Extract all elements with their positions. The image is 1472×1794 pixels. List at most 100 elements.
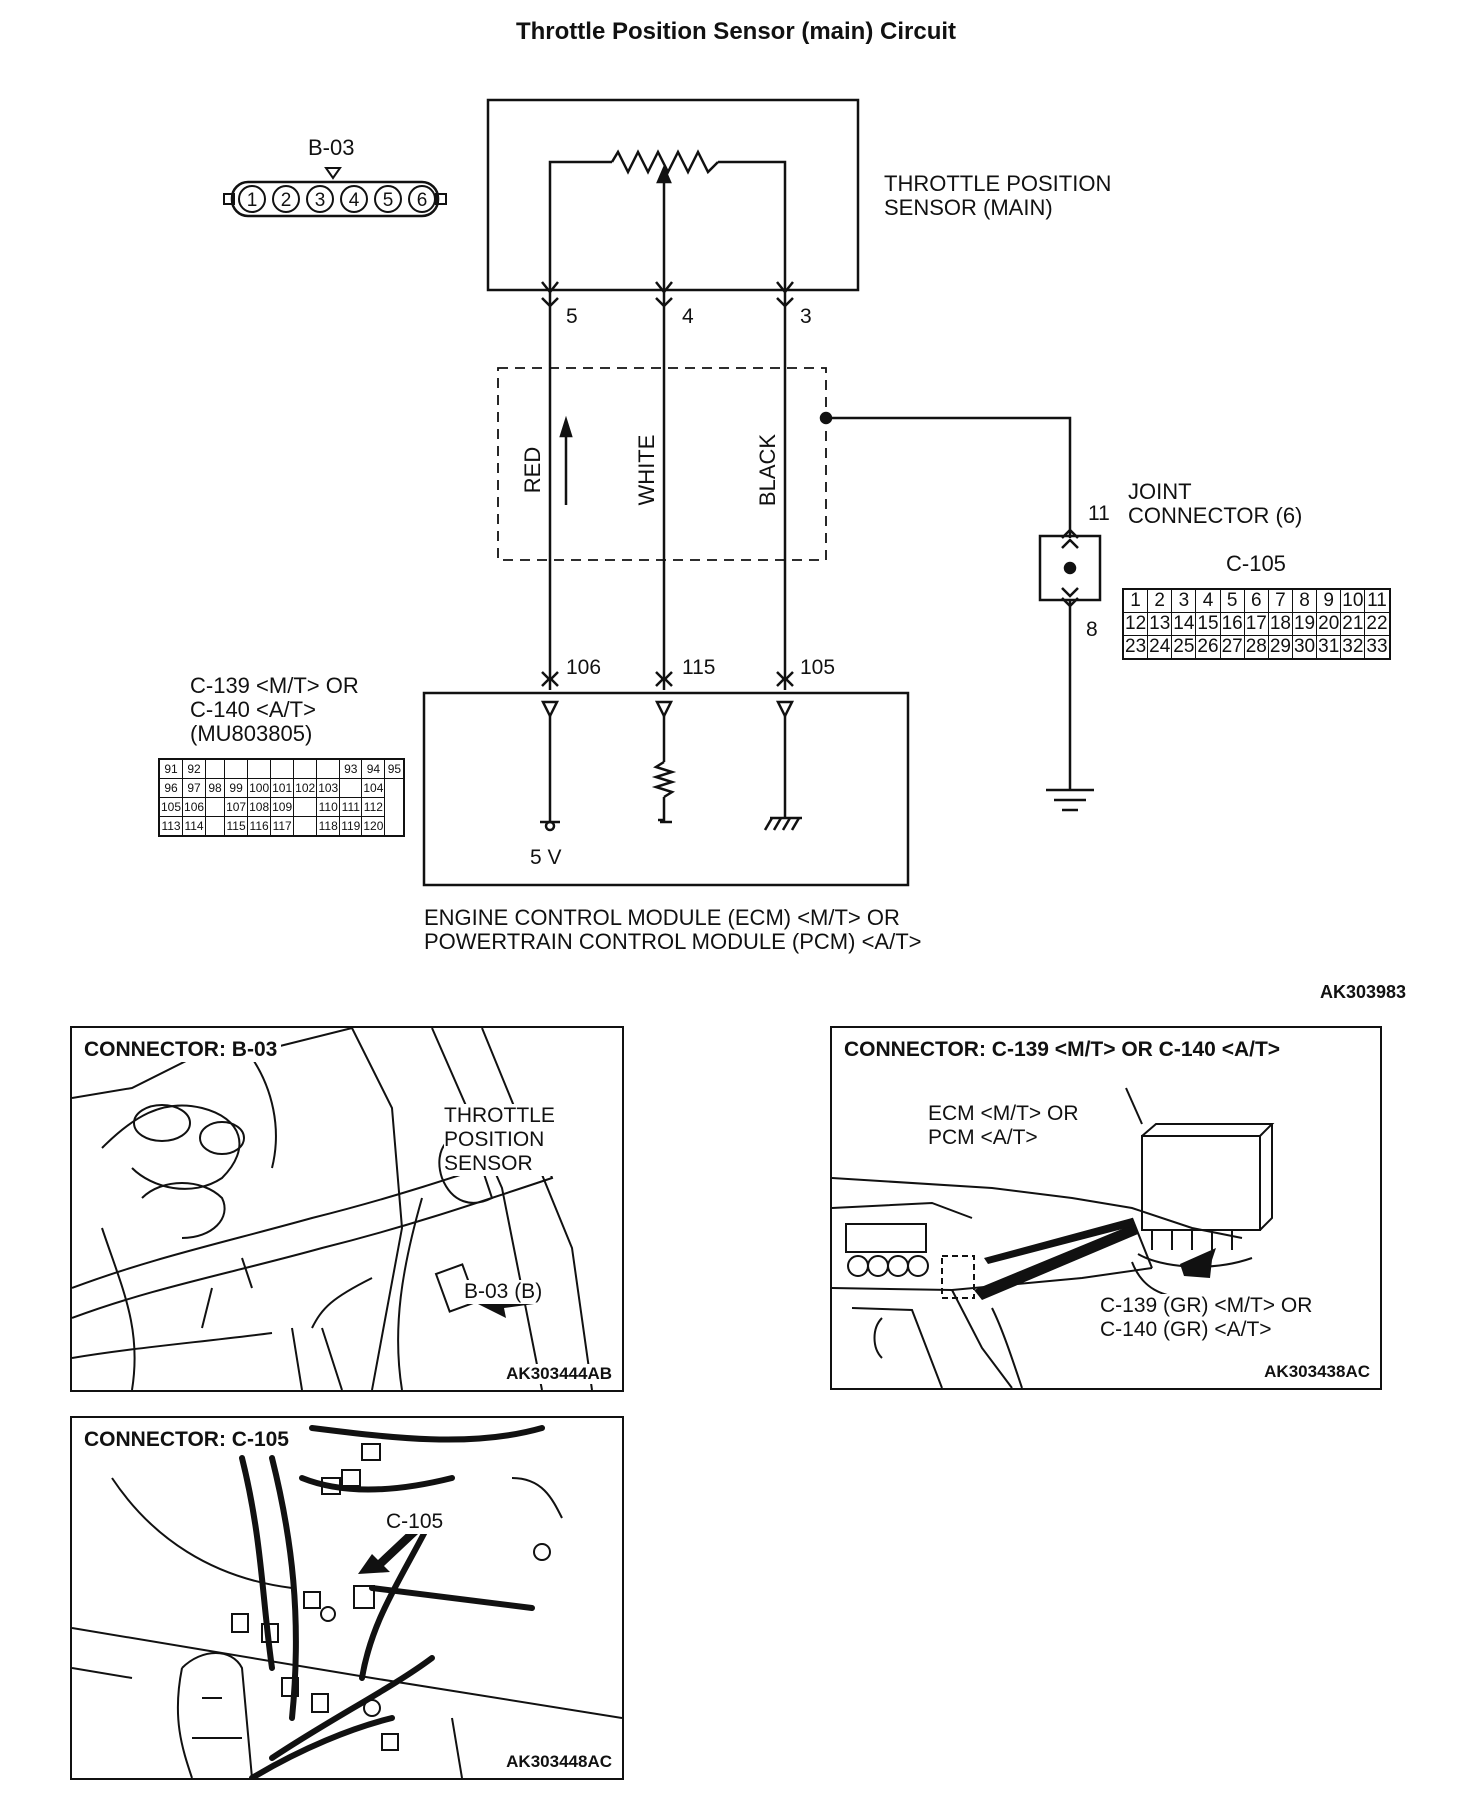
ecm-5v-label: 5 V <box>530 846 562 869</box>
panel-b03-code: AK303444AB <box>506 1364 612 1384</box>
panel-c139-title: CONNECTOR: C-139 <M/T> OR C-140 <A/T> <box>844 1038 1285 1062</box>
ecm-pin-105: 105 <box>800 656 836 679</box>
ecm-pin-cell: 106 <box>182 797 207 817</box>
console-illustration <box>72 1425 622 1778</box>
ecm-pin-cell: 107 <box>224 797 249 817</box>
joint-pin-cell: 28 <box>1243 635 1269 660</box>
ecm-pin-cell <box>205 797 226 817</box>
joint-pin-cell: 32 <box>1340 635 1366 660</box>
wire-label-red: RED <box>520 447 545 493</box>
panel-connector-b03: CONNECTOR: B-03 THROTTLE POSITION SENSOR… <box>70 1026 624 1392</box>
circuit-schematic: RED WHITE BLACK <box>422 98 1102 887</box>
joint-pin-cell: 17 <box>1243 612 1269 636</box>
sensor-connector-pin <box>238 185 266 213</box>
joint-pin-cell: 29 <box>1267 635 1293 660</box>
sensor-connector-pin <box>408 185 436 213</box>
panel-connector-c105: CONNECTOR: C-105 C-105 AK303448AC <box>70 1416 624 1780</box>
joint-pin-cell: 15 <box>1195 612 1221 636</box>
panel-c105-title: CONNECTOR: C-105 <box>84 1428 293 1452</box>
joint-pin-bottom: 8 <box>1086 618 1098 641</box>
sensor-box <box>486 98 860 292</box>
panel-c139-code: AK303438AC <box>1264 1362 1370 1382</box>
joint-pin-cell: 24 <box>1147 635 1173 660</box>
panel-c105-code: AK303448AC <box>506 1752 612 1772</box>
ecm-pin-cell <box>293 758 318 779</box>
joint-pin-cell: 31 <box>1316 635 1342 660</box>
ecm-pin-cell: 112 <box>361 797 386 817</box>
engine-bay-illustration <box>72 1028 593 1390</box>
ecm-pin-cell: 98 <box>205 778 226 798</box>
joint-pin-cell: 25 <box>1171 635 1197 660</box>
ecm-pin-106: 106 <box>566 656 602 679</box>
ecm-pin-cell: 95 <box>384 758 405 779</box>
joint-pin-cell: 21 <box>1340 612 1366 636</box>
figure-code: AK303983 <box>1320 982 1407 1002</box>
sensor-connector-pin <box>306 185 334 213</box>
ecm-pin-cell: 119 <box>339 816 363 837</box>
ecm-connector-label: C-139 <M/T> OR C-140 <A/T> (MU803805) <box>190 673 359 746</box>
sensor-connector-pin-label: 1 <box>247 190 258 211</box>
ecm-pin-cell: 114 <box>182 816 207 837</box>
ecm-pin-cell: 111 <box>339 797 363 817</box>
ecm-pin-cell: 97 <box>182 778 207 798</box>
dashboard-illustration <box>832 1087 1275 1388</box>
ecm-pin-cell <box>224 758 249 779</box>
sensor-connector-pin <box>374 185 402 213</box>
ecm-pin-cell <box>205 816 226 837</box>
ecm-pin-cell: 92 <box>182 758 207 779</box>
joint-pin-cell: 13 <box>1147 612 1173 636</box>
joint-connector-name: JOINT CONNECTOR (6) <box>1128 479 1303 528</box>
ecm-pin-115: 115 <box>682 656 716 679</box>
sensor-connector-pin-label: 6 <box>417 190 428 211</box>
panel-c105-arrow-label: C-105 <box>386 1510 444 1534</box>
joint-pin-cell: 18 <box>1267 612 1293 636</box>
ecm-pin-cell: 108 <box>247 797 272 817</box>
joint-pin-cell: 10 <box>1340 588 1366 613</box>
ecm-pin-cell: 96 <box>158 778 184 798</box>
joint-pin-cell: 22 <box>1364 612 1391 636</box>
joint-pin-cell: 30 <box>1291 635 1318 660</box>
panel-c139-arrow-label: C-139 (GR) <M/T> OR C-140 (GR) <A/T> <box>1100 1294 1313 1342</box>
ecm-pin-cell: 118 <box>316 816 341 837</box>
sensor-connector-pin-label: 3 <box>315 190 326 211</box>
joint-connector-code: C-105 <box>1226 551 1286 576</box>
ecm-pin-cell <box>205 758 226 779</box>
ecm-pin-cell: 99 <box>224 778 249 798</box>
ecm-pin-cell: 94 <box>361 758 386 779</box>
ecm-pin-cell: 109 <box>270 797 295 817</box>
ecm-pin-cell: 105 <box>158 797 184 817</box>
joint-pin-cell: 6 <box>1243 588 1269 613</box>
sensor-name: THROTTLE POSITION SENSOR (MAIN) <box>884 171 1112 220</box>
joint-pin-cell: 9 <box>1316 588 1342 613</box>
joint-pin-cell: 14 <box>1171 612 1197 636</box>
ecm-box <box>422 691 910 887</box>
sensor-connector-pin-label: 5 <box>383 190 394 211</box>
ecm-pin-cell: 116 <box>247 816 272 837</box>
ecm-pin-cell: 93 <box>339 758 363 779</box>
panel-b03-arrow-label: B-03 (B) <box>464 1280 543 1304</box>
ecm-pin-cell <box>339 778 363 798</box>
ecm-pin-cell <box>247 758 272 779</box>
ecm-pin-cell <box>316 758 341 779</box>
joint-pin-cell: 5 <box>1219 588 1245 613</box>
wire-label-white: WHITE <box>634 435 659 506</box>
ecm-pin-cell: 91 <box>158 758 184 779</box>
ecm-pin-cell <box>293 797 318 817</box>
joint-pin-cell: 7 <box>1267 588 1293 613</box>
joint-pin-cell: 1 <box>1122 588 1149 613</box>
joint-pin-cell: 8 <box>1291 588 1318 613</box>
joint-pin-cell: 11 <box>1364 588 1391 613</box>
sensor-connector-pin-label: 2 <box>281 190 292 211</box>
ecm-pin-cell: 103 <box>316 778 341 798</box>
joint-pin-cell: 27 <box>1219 635 1245 660</box>
ecm-pin-cell: 101 <box>270 778 295 798</box>
sensor-pin-4: 4 <box>682 305 694 328</box>
sensor-connector-pin <box>340 185 368 213</box>
joint-pin-cell: 20 <box>1316 612 1342 636</box>
ecm-pin-cell: 115 <box>224 816 249 837</box>
joint-pin-cell: 23 <box>1122 635 1149 660</box>
diagram-title: Throttle Position Sensor (main) Circuit <box>515 18 957 45</box>
ecm-pin-cell: 120 <box>361 816 386 837</box>
sensor-connector-pin-label: 4 <box>349 190 360 211</box>
